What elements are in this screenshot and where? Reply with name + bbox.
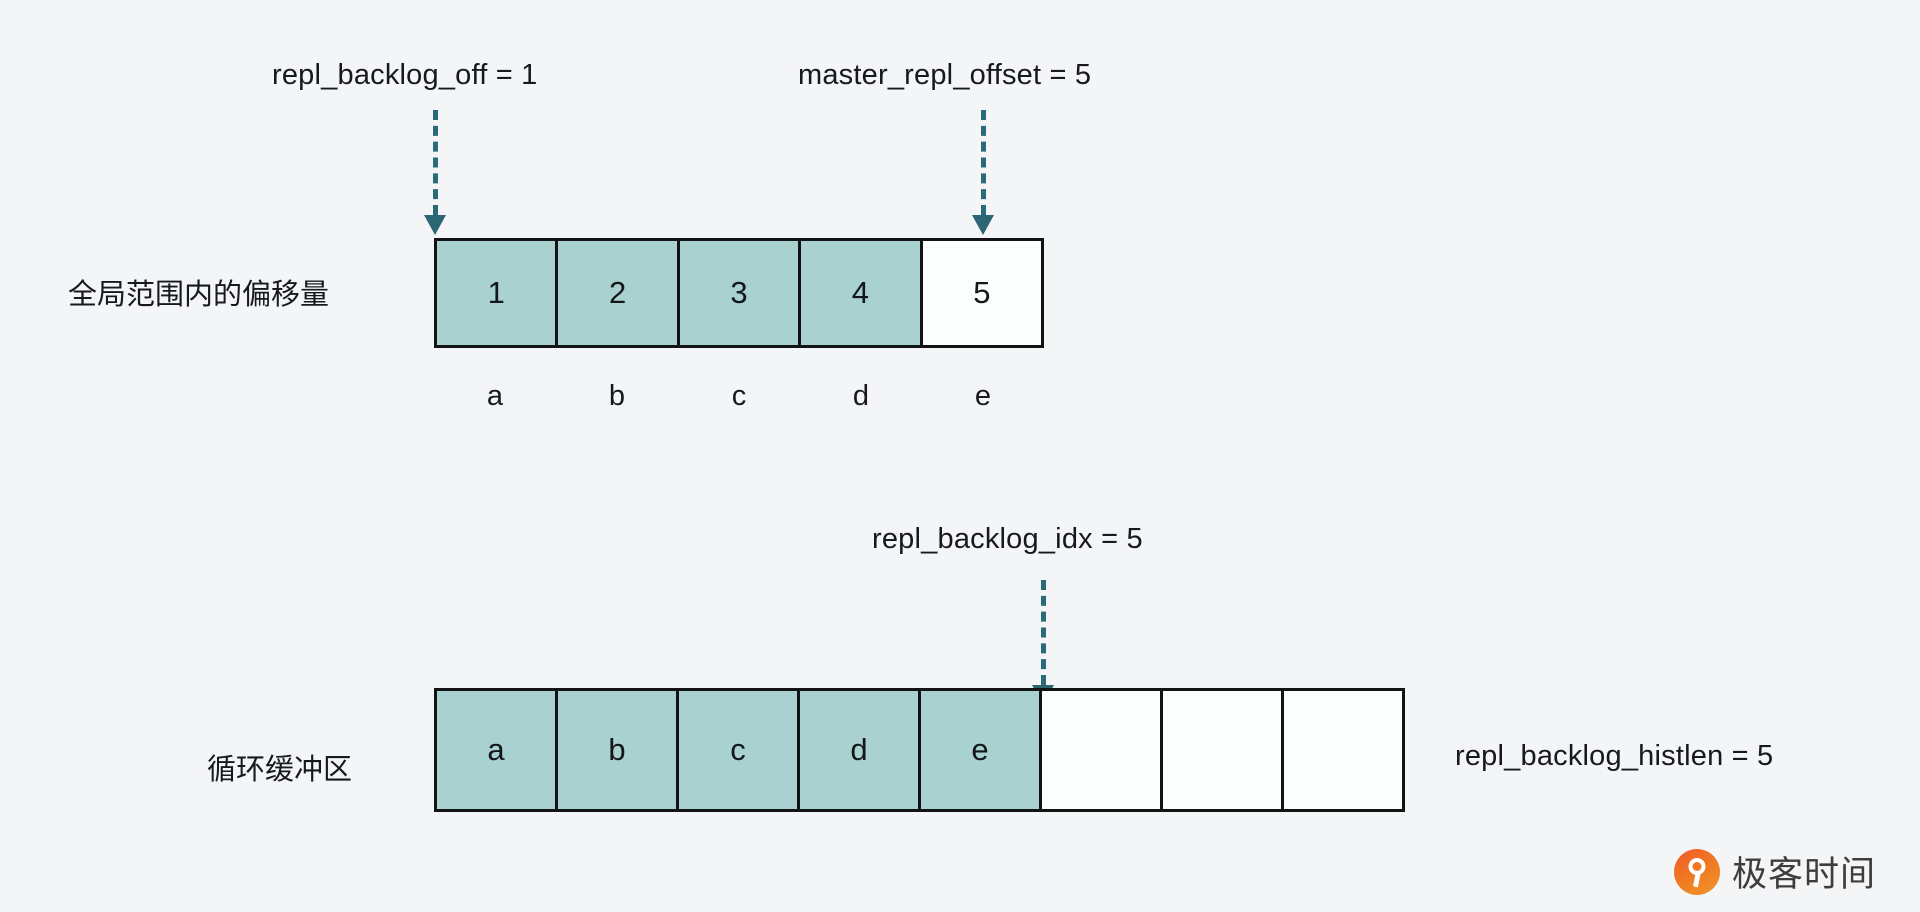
pointer-repl-backlog-off [424, 110, 446, 235]
pointer-repl-backlog-idx [1032, 580, 1054, 705]
ring-buffer-row-cell: b [558, 691, 679, 809]
ring-buffer-row-cell: d [800, 691, 921, 809]
label-repl-backlog-idx: repl_backlog_idx = 5 [872, 523, 1143, 555]
ring-buffer-row-cell [1163, 691, 1284, 809]
offset-row-cell: 2 [558, 241, 680, 345]
ring-buffer-row-cell [1042, 691, 1163, 809]
offset-row-caption: d [852, 380, 870, 412]
ring-buffer-row-cell [1284, 691, 1402, 809]
offset-row-captions: a b c d e [434, 380, 1044, 413]
ring-buffer-row-cell: e [921, 691, 1042, 809]
offset-row-cell: 5 [922, 241, 1042, 345]
ring-buffer-row-cell: c [679, 691, 800, 809]
offset-row-cell: 4 [801, 241, 923, 345]
offset-row-cell: 3 [679, 241, 802, 345]
watermark: 极客时间 [1674, 846, 1876, 897]
offset-row-caption: a [486, 380, 504, 412]
ring-buffer-row-cell: a [437, 691, 558, 809]
offset-row-caption: b [608, 380, 626, 412]
label-repl-backlog-histlen: repl_backlog_histlen = 5 [1455, 740, 1774, 772]
offset-row-caption: c [731, 380, 747, 412]
pointer-master-repl-offset [972, 110, 994, 235]
offset-row-caption: e [974, 380, 992, 412]
row-label-ring-buffer: 循环缓冲区 [207, 752, 353, 786]
label-master-repl-offset: master_repl_offset = 5 [798, 59, 1092, 91]
row-label-global-offset: 全局范围内的偏移量 [68, 277, 330, 311]
offset-row-cell: 1 [437, 241, 559, 345]
label-repl-backlog-off: repl_backlog_off = 1 [272, 59, 538, 91]
watermark-text: 极客时间 [1732, 855, 1877, 895]
geekbang-logo-icon [1674, 848, 1720, 895]
